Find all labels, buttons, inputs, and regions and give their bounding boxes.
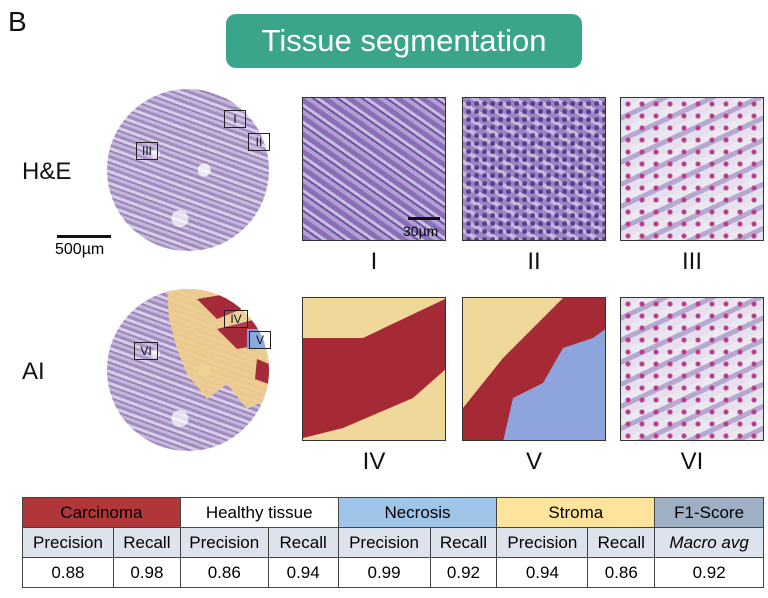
region-marker-ii: II: [248, 133, 270, 151]
region-marker-i: I: [224, 110, 246, 128]
region-marker-vi: VI: [134, 342, 158, 360]
subheader-cell: Precision: [496, 527, 589, 558]
scale-label-overview: 500µm: [55, 241, 105, 258]
value-cell: 0.92: [654, 557, 764, 588]
subheader-cell: Recall: [429, 527, 498, 558]
subheader-cell: Recall: [267, 527, 339, 558]
header-necrosis: Necrosis: [337, 497, 498, 528]
panel-letter: B: [8, 6, 27, 37]
segmentation-tile-iv: [303, 298, 445, 440]
value-cell: 0.92: [429, 557, 498, 588]
row-label-ai: AI: [22, 358, 45, 385]
tile-iii-image: [620, 97, 764, 241]
subheader-cell: Precision: [179, 527, 269, 558]
value-cell: 0.98: [112, 557, 181, 588]
tile-label-ii: II: [527, 248, 541, 275]
subheader-cell: Recall: [587, 527, 656, 558]
value-cell: 0.94: [267, 557, 339, 588]
title-text: Tissue segmentation: [261, 23, 547, 58]
tile-v-image: [462, 297, 606, 441]
region-marker-iv: IV: [224, 310, 248, 328]
scale-bar-tile: [408, 217, 440, 220]
header-carcinoma: Carcinoma: [22, 497, 181, 528]
subheader-cell: Precision: [22, 527, 114, 558]
value-cell: 0.86: [587, 557, 656, 588]
row-label-he: H&E: [22, 158, 72, 185]
tile-vi-image: [620, 297, 764, 441]
header-healthy-tissue: Healthy tissue: [179, 497, 339, 528]
scale-bar-overview: [57, 235, 111, 238]
value-cell: 0.88: [22, 557, 114, 588]
value-cell: 0.86: [179, 557, 269, 588]
segmentation-overlay: [167, 289, 269, 409]
header-stroma: Stroma: [496, 497, 656, 528]
scale-label-tile: 30µm: [403, 223, 439, 239]
value-cell: 0.94: [496, 557, 589, 588]
tile-label-v: V: [525, 448, 542, 475]
metrics-table: Carcinoma Healthy tissue Necrosis Stroma…: [22, 497, 764, 588]
title-banner: Tissue segmentation: [226, 14, 582, 68]
tile-label-iii: III: [681, 248, 702, 275]
tile-label-iv: IV: [362, 448, 386, 475]
he-overview-image: [107, 89, 269, 251]
subheader-cell: Macro avg: [654, 527, 764, 558]
ai-overview-image: [107, 289, 269, 451]
region-marker-iii: III: [136, 142, 158, 160]
segmentation-tile-v: [463, 298, 605, 440]
tile-label-vi: VI: [680, 448, 704, 475]
header-f1-score: F1-Score: [654, 497, 764, 528]
region-marker-v: V: [249, 331, 271, 349]
tile-label-i: I: [370, 248, 378, 275]
subheader-cell: Precision: [337, 527, 431, 558]
tile-iv-image: [302, 297, 446, 441]
subheader-cell: Recall: [112, 527, 181, 558]
tile-ii-image: [462, 97, 606, 241]
value-cell: 0.99: [337, 557, 431, 588]
